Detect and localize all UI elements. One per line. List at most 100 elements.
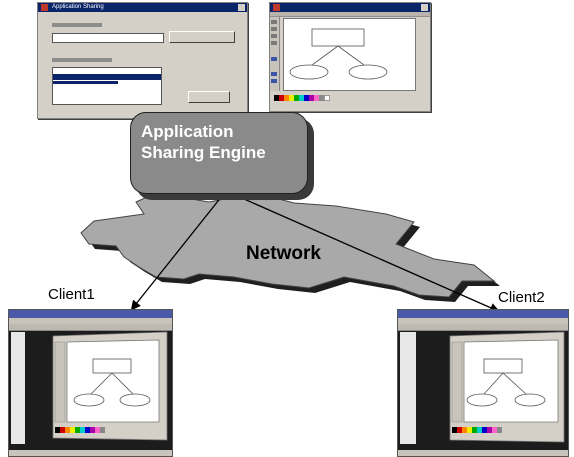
color-swatch[interactable] <box>452 427 457 433</box>
diagram-box <box>92 358 132 374</box>
tool-icon[interactable] <box>271 72 277 76</box>
tool-icon[interactable] <box>271 79 277 83</box>
dialog-action-button[interactable] <box>169 31 235 43</box>
color-swatch[interactable] <box>497 427 502 433</box>
dialog-titlebar: Application Sharing <box>38 3 247 12</box>
engine-label-line2: Sharing Engine <box>141 143 266 162</box>
color-swatch[interactable] <box>279 95 284 101</box>
app-icon <box>41 4 48 11</box>
diagram-connector <box>90 372 113 395</box>
client-statusbar <box>9 450 172 456</box>
client1-label: Client1 <box>48 286 95 303</box>
engine-label: Application Sharing Engine <box>141 121 301 163</box>
close-icon[interactable] <box>238 4 245 11</box>
diagram-ellipse <box>514 393 546 407</box>
client-toolbar <box>9 324 172 331</box>
diagram-connector <box>311 45 339 66</box>
shared-canvas[interactable] <box>66 339 160 423</box>
client-toolbar <box>398 324 568 331</box>
app-icon <box>273 4 280 11</box>
app-sharing-engine-box: Application Sharing Engine <box>130 112 308 194</box>
diagram-connector <box>483 372 504 395</box>
host-drawing-canvas[interactable] <box>283 18 416 91</box>
color-swatch[interactable] <box>487 427 492 433</box>
color-swatch[interactable] <box>284 95 289 101</box>
tool-icon[interactable] <box>271 27 277 31</box>
list-item-selected[interactable] <box>53 74 161 80</box>
color-swatch[interactable] <box>492 427 497 433</box>
color-swatch[interactable] <box>55 427 60 433</box>
color-swatch[interactable] <box>462 427 467 433</box>
diagram-ellipse <box>73 393 105 407</box>
diagram-ellipse <box>289 64 329 80</box>
client2-shared-view <box>449 331 565 443</box>
close-icon[interactable] <box>421 4 428 11</box>
diagram-connector <box>502 372 527 395</box>
dialog-title: Application Sharing <box>52 4 104 10</box>
color-swatch[interactable] <box>85 427 90 433</box>
color-swatch[interactable] <box>457 427 462 433</box>
diagram-ellipse <box>119 393 151 407</box>
engine-label-line1: Application <box>141 122 234 141</box>
color-swatch[interactable] <box>324 95 330 101</box>
color-swatch[interactable] <box>472 427 477 433</box>
client-menubar <box>398 318 568 324</box>
host-app-window-screenshot <box>269 2 431 112</box>
color-swatch[interactable] <box>65 427 70 433</box>
shared-tool-palette <box>451 341 463 423</box>
color-swatch[interactable] <box>314 95 319 101</box>
color-swatch[interactable] <box>100 427 105 433</box>
color-swatch[interactable] <box>309 95 314 101</box>
shared-tool-palette <box>54 341 66 423</box>
client-titlebar <box>9 310 172 318</box>
color-swatch[interactable] <box>274 95 279 101</box>
dialog-window-screenshot: Application Sharing <box>37 2 248 119</box>
host-flow-diagram <box>289 28 388 80</box>
list-item[interactable] <box>53 81 118 84</box>
color-swatch[interactable] <box>60 427 65 433</box>
color-swatch[interactable] <box>90 427 95 433</box>
color-swatch[interactable] <box>80 427 85 433</box>
tool-icon[interactable] <box>271 34 277 38</box>
dialog-field-label <box>52 23 102 27</box>
color-swatch[interactable] <box>304 95 309 101</box>
host-menubar <box>270 12 430 17</box>
diagram-ellipse <box>466 393 498 407</box>
client-side-panel <box>11 332 25 444</box>
host-titlebar <box>270 3 430 12</box>
tool-icon[interactable] <box>271 41 277 45</box>
client1-shared-view <box>52 331 168 441</box>
dialog-app-list[interactable] <box>52 67 162 105</box>
color-swatch[interactable] <box>319 95 324 101</box>
dialog-list-label <box>52 58 112 62</box>
color-swatch[interactable] <box>482 427 487 433</box>
host-tool-palette <box>270 17 280 91</box>
color-swatch[interactable] <box>70 427 75 433</box>
color-swatch[interactable] <box>289 95 294 101</box>
client2-window-screenshot <box>397 309 569 457</box>
arrow-to-client1 <box>130 190 227 311</box>
client-menubar <box>9 318 172 324</box>
tool-icon[interactable] <box>271 20 277 24</box>
color-swatch[interactable] <box>95 427 100 433</box>
dialog-text-field[interactable] <box>52 33 164 43</box>
color-swatch[interactable] <box>477 427 482 433</box>
client-side-panel <box>400 332 416 444</box>
client2-color-palette[interactable] <box>452 427 502 433</box>
dialog-close-button[interactable] <box>188 91 230 103</box>
client2-label: Client2 <box>498 289 545 306</box>
color-swatch[interactable] <box>75 427 80 433</box>
shared-canvas[interactable] <box>463 339 559 423</box>
client1-color-palette[interactable] <box>55 427 105 433</box>
color-swatch[interactable] <box>467 427 472 433</box>
arrow-to-client2 <box>225 190 500 313</box>
diagram-connector <box>337 45 365 66</box>
host-color-palette[interactable] <box>274 95 330 101</box>
client1-window-screenshot <box>8 309 173 457</box>
color-swatch[interactable] <box>294 95 299 101</box>
diagram-connector <box>111 372 134 395</box>
tool-icon[interactable] <box>271 57 277 61</box>
color-swatch[interactable] <box>299 95 304 101</box>
diagram-ellipse <box>348 64 388 80</box>
